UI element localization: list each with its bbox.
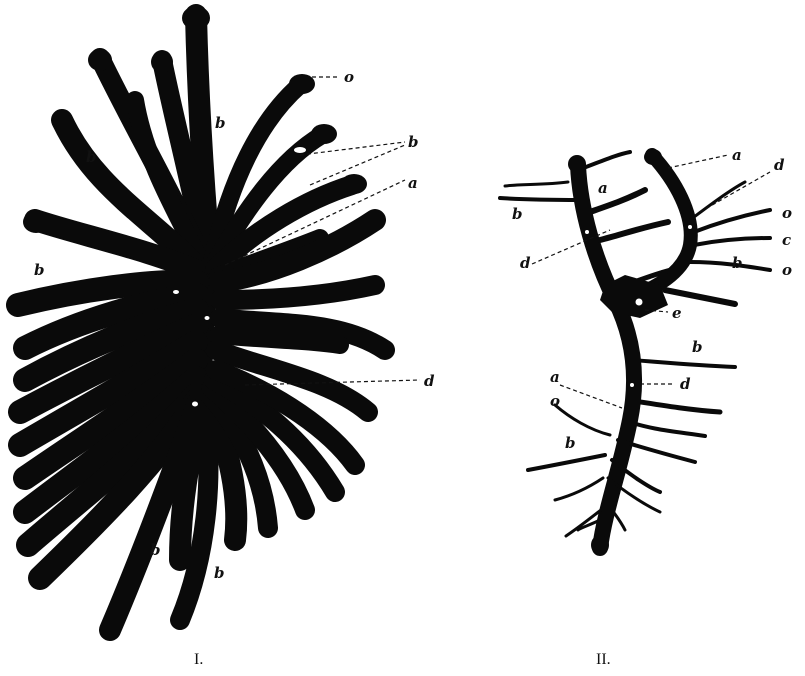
fig2-label-b: b — [732, 254, 743, 272]
fig2-branch — [665, 290, 735, 304]
fig2-vesicle — [630, 383, 635, 388]
fig2-branch — [555, 405, 610, 435]
figure-1-caption: I. — [194, 651, 203, 668]
fig2-branch — [690, 182, 745, 220]
fig2-branch — [578, 152, 630, 170]
fig2-branch — [555, 478, 603, 500]
fig1-label-b: b — [150, 541, 161, 559]
figure-2-caption: II. — [596, 651, 611, 668]
fig2-label-o: o — [782, 204, 792, 222]
fig2-label-o: o — [550, 392, 560, 410]
fig1-tip — [23, 211, 49, 233]
fig2-base — [591, 535, 609, 555]
fig2-label-b: b — [565, 434, 576, 452]
fig2-branch — [528, 455, 605, 470]
fig2-label-e: e — [672, 304, 682, 322]
fig1-label-d: d — [424, 372, 435, 390]
fig1-label-b: b — [34, 261, 45, 279]
fig1-tip — [182, 6, 210, 30]
fig2-label-d: d — [680, 375, 691, 393]
fig2-branch — [628, 400, 720, 412]
fig2-label-a: a — [598, 179, 608, 197]
fig2-label-c: c — [782, 231, 791, 249]
fig1-label-b: b — [86, 148, 97, 166]
fig2-label-o: o — [782, 261, 792, 279]
fig1-vesicle — [173, 290, 179, 294]
fig1-vesicle — [294, 147, 306, 153]
fig2-branch — [694, 238, 770, 245]
fig1-label-b: b — [214, 564, 225, 582]
fig1-vesicle — [205, 316, 210, 320]
fig1-label-b: b — [408, 133, 419, 151]
fig1-tip — [289, 74, 315, 94]
fig1-tip — [311, 124, 337, 144]
figure-1-drawing — [18, 6, 385, 630]
fig1-label-b: b — [215, 114, 226, 132]
fig2-label-b: b — [692, 338, 703, 356]
fig2-label-a: a — [550, 368, 560, 386]
fig2-branch — [500, 198, 580, 200]
fig1-label-a: a — [408, 174, 418, 192]
figure-2-drawing — [500, 149, 770, 555]
fig2-label-d: d — [774, 156, 785, 174]
fig2-vesicle — [585, 230, 590, 235]
fig2-label-b: b — [512, 205, 523, 223]
fig2-branch — [505, 182, 568, 186]
fig2-branch — [632, 360, 735, 367]
fig2-vesicle — [688, 225, 693, 230]
fig2-branch — [694, 210, 770, 232]
fig2-tip — [644, 149, 662, 165]
fig1-label-o: o — [344, 68, 354, 86]
fig1-vesicle — [192, 402, 198, 407]
fig2-tip — [568, 155, 586, 173]
fig1-tip — [151, 51, 173, 73]
fig1-tip — [341, 174, 367, 194]
fig1-strand — [218, 335, 340, 345]
fig1-tip — [88, 49, 112, 71]
fig2-branch — [600, 222, 668, 240]
fig2-label-a: a — [732, 146, 742, 164]
fig2-label-d: d — [520, 254, 531, 272]
fig2-branch — [690, 262, 770, 270]
fig2-vesicle — [635, 298, 643, 306]
